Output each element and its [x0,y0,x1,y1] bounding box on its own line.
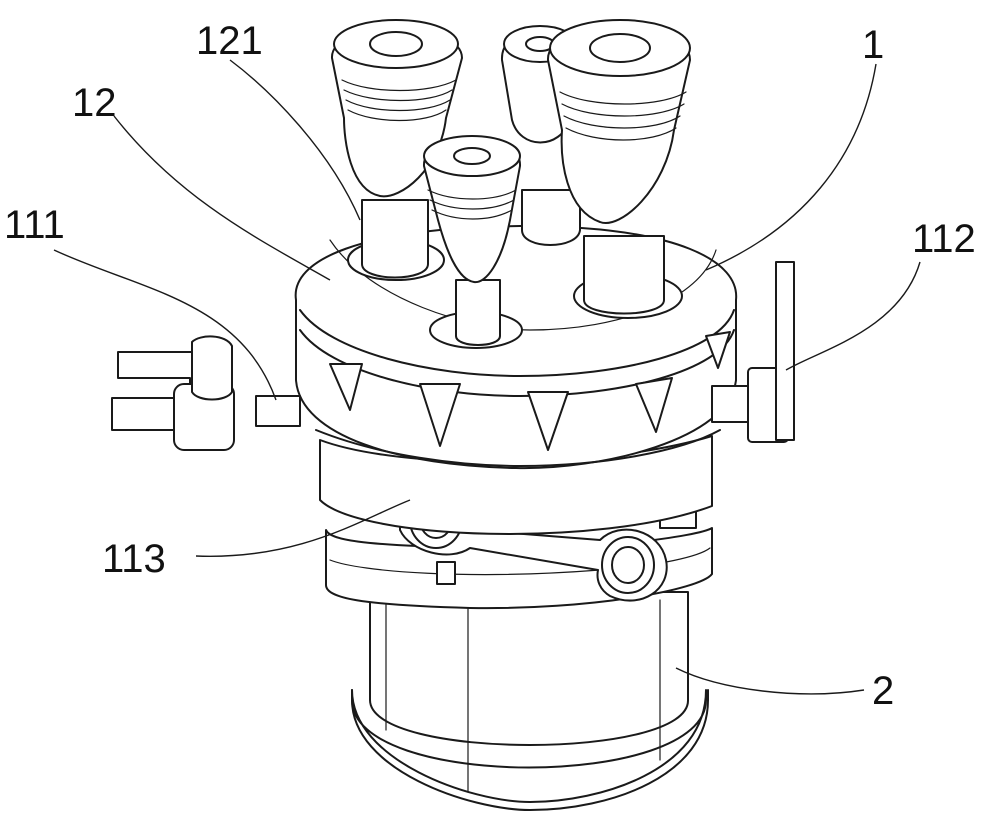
reference-labels: 121 12 111 1 112 113 2 [4,19,976,713]
label-1: 1 [862,23,884,67]
right-port [711,261,795,443]
leader-121 [229,59,361,221]
label-113: 113 [102,537,166,581]
port-right [546,19,691,319]
left-valve [111,335,301,451]
label-121: 121 [196,19,263,63]
leader-2 [675,667,865,695]
label-12: 12 [72,81,117,125]
leader-113 [195,499,411,557]
label-111: 111 [4,203,65,247]
port-center [422,135,523,349]
label-112: 112 [912,217,976,261]
leader-12 [113,115,331,281]
label-2: 2 [872,669,894,713]
leader-1 [705,63,877,271]
leader-111 [53,249,277,401]
leader-112 [785,261,921,371]
leader-lines [53,59,921,695]
lower-vessel [351,591,709,811]
lid-ports [330,19,691,349]
